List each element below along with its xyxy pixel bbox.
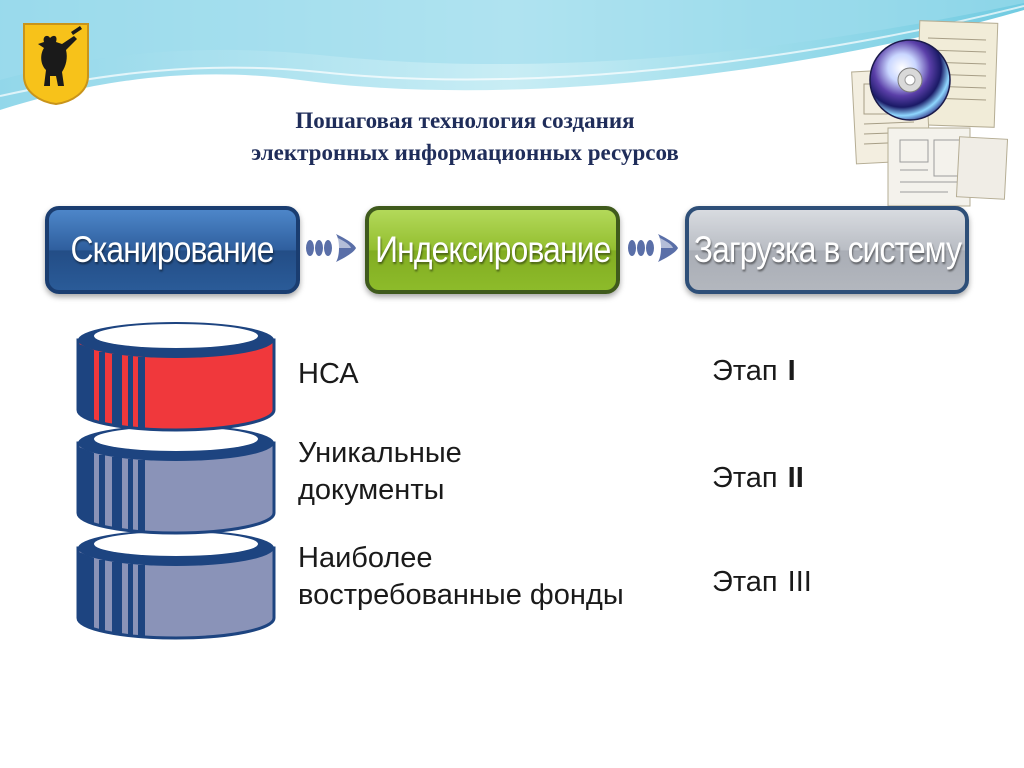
stage-number-3: III [787, 566, 812, 598]
step-indexing-label: Индексирование [374, 229, 611, 270]
cylinder-layer-3 [76, 530, 276, 640]
stage-label-3: Этап III [712, 566, 812, 599]
layer-label-3-line-2: востребованные фонды [298, 579, 624, 611]
layer-label-1: НСА [298, 356, 359, 393]
layer-label-3-line-1: Наиболее [298, 542, 433, 574]
layer-label-2-line-1: Уникальные [298, 437, 462, 469]
step-scanning-label: Сканирование [70, 229, 275, 270]
documents-stack-icon [851, 20, 1008, 207]
arrow-right-icon [628, 234, 678, 262]
background-wave [0, 0, 1024, 114]
cylinder-layer-1 [76, 322, 276, 432]
stage-word-3: Этап [712, 566, 778, 598]
page-title: Пошаговая технология создания электронны… [150, 105, 780, 169]
stage-word-1: Этап [712, 355, 778, 387]
step-upload-label: Загрузка в систему [693, 229, 961, 270]
cylinder-layer-2 [76, 425, 276, 535]
page-title-line-2: электронных информационных ресурсов [251, 140, 679, 165]
page-title-line-1: Пошаговая технология создания [295, 108, 635, 133]
stage-number-2: II [787, 462, 804, 494]
cd-disc-icon [869, 39, 951, 121]
step-indexing: Индексирование [365, 206, 620, 294]
stage-number-1: I [787, 355, 796, 387]
layer-label-1-line-1: НСА [298, 358, 359, 390]
step-upload: Загрузка в систему [685, 206, 969, 294]
layer-label-2-line-2: документы [298, 474, 445, 506]
layer-label-2: Уникальные документы [298, 435, 462, 509]
stage-label-1: Этап I [712, 355, 796, 388]
stage-word-2: Этап [712, 462, 778, 494]
stage-label-2: Этап II [712, 462, 804, 495]
arrow-right-icon [306, 234, 356, 262]
layer-label-3: Наиболее востребованные фонды [298, 540, 624, 614]
bear-coat-of-arms-icon [23, 23, 89, 106]
step-scanning: Сканирование [45, 206, 300, 294]
